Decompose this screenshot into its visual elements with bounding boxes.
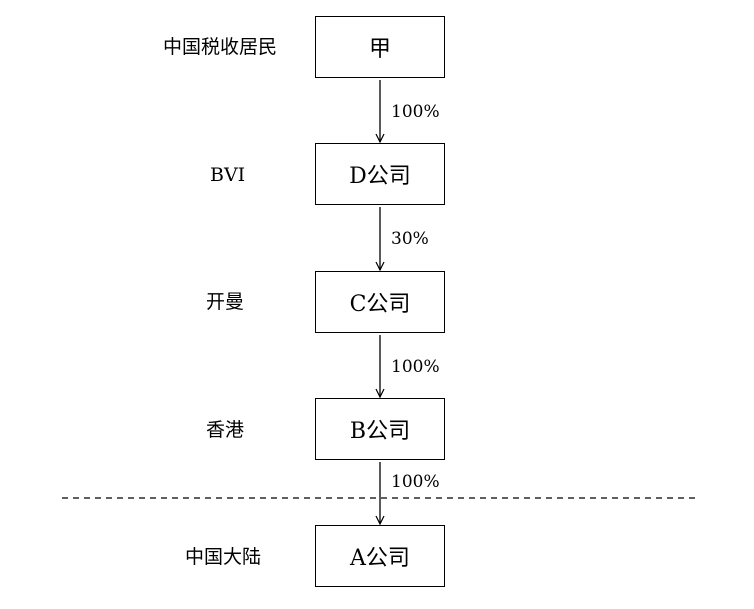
node-a-company: A公司 [315, 525, 445, 587]
node-label: C公司 [349, 292, 411, 317]
ownership-percent-1: 100% [391, 102, 440, 122]
jurisdiction-label-jia: 中国税收居民 [163, 36, 278, 58]
node-d-company: D公司 [315, 143, 445, 205]
node-label: A公司 [350, 546, 410, 571]
node-b-company: B公司 [315, 398, 445, 460]
ownership-percent-2: 30% [391, 229, 429, 249]
node-label: B公司 [349, 419, 411, 444]
node-c-company: C公司 [315, 271, 445, 333]
ownership-percent-3: 100% [391, 357, 440, 377]
node-label: 甲 [368, 37, 391, 62]
node-label: D公司 [349, 164, 411, 189]
node-jia: 甲 [315, 16, 445, 78]
jurisdiction-label-b: 香港 [206, 419, 245, 441]
jurisdiction-label-d: BVI [210, 164, 246, 186]
jurisdiction-label-c: 开曼 [206, 291, 245, 313]
ownership-percent-4: 100% [391, 472, 440, 492]
jurisdiction-label-a: 中国大陆 [185, 546, 262, 568]
